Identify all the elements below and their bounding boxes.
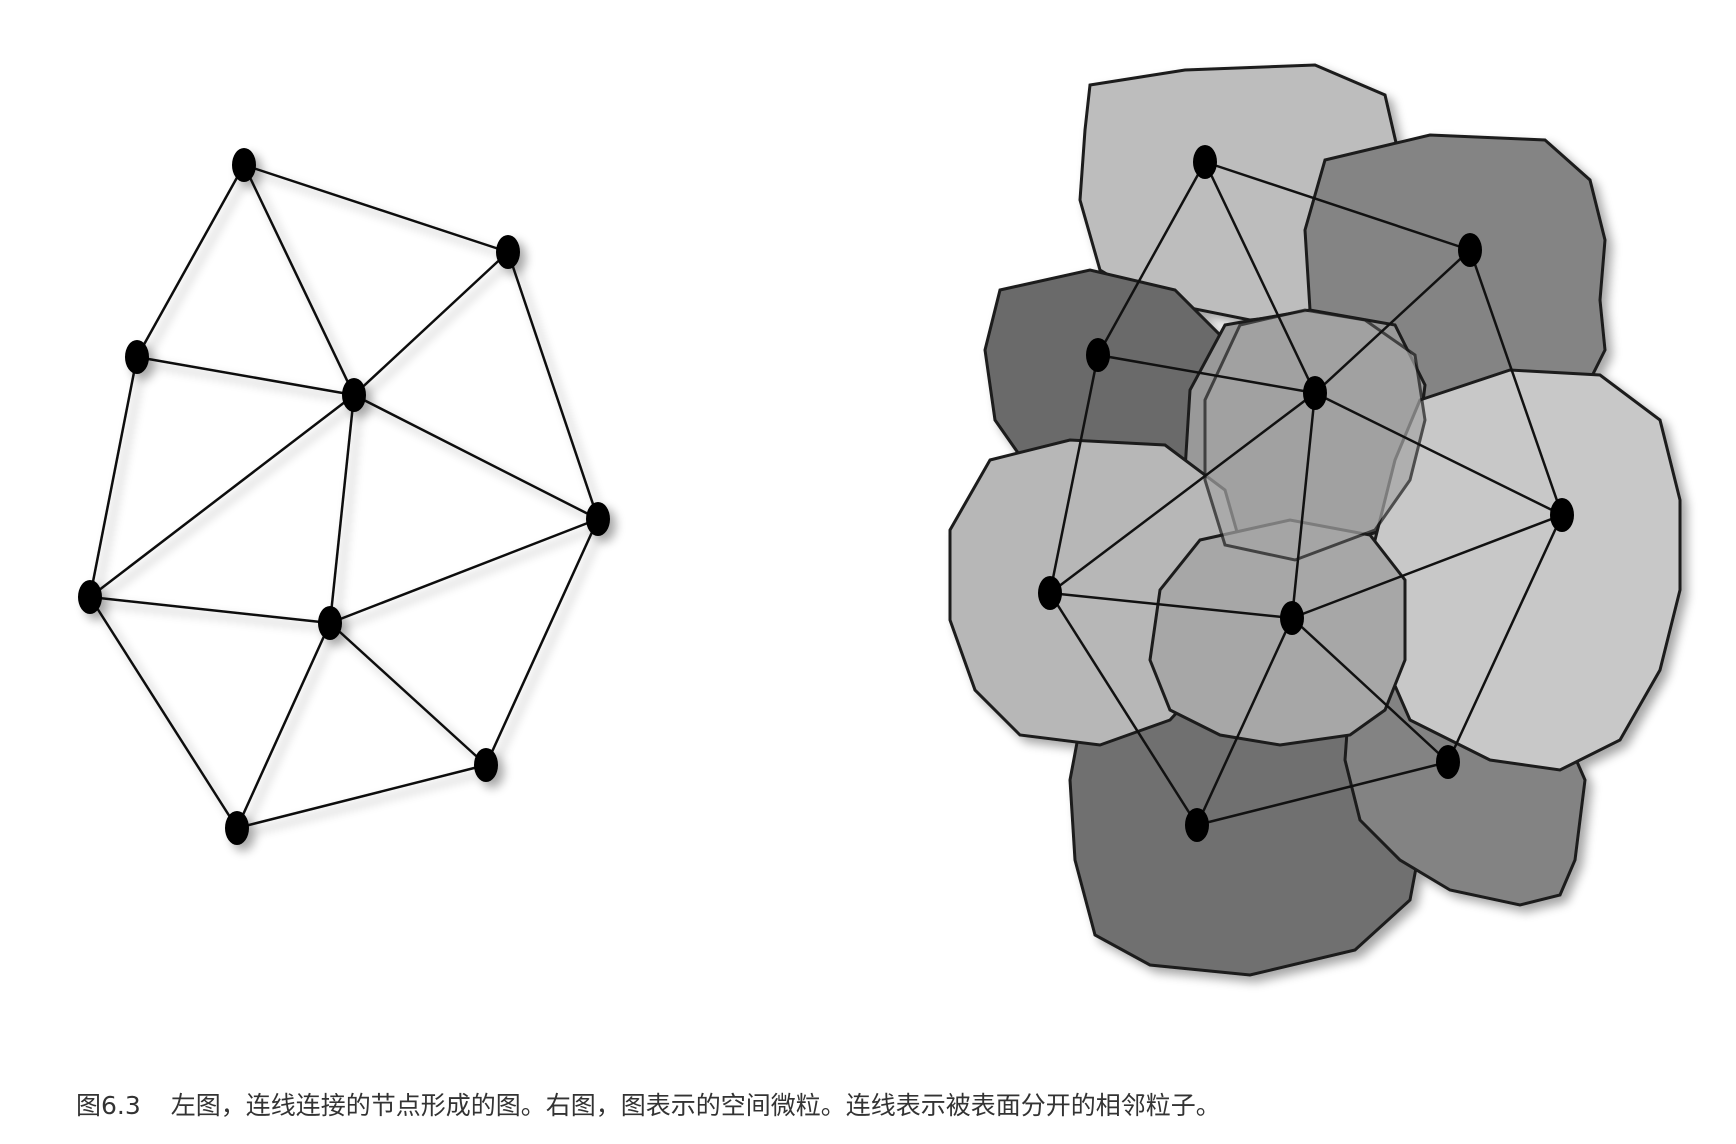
right-grain-diagram [948, 63, 1682, 977]
right-graph-edge [1097, 353, 1316, 395]
right-graph-edge [1291, 513, 1563, 620]
left-graph-edge [353, 251, 509, 396]
left-graph-node [496, 235, 520, 269]
right-graph-edge [1049, 591, 1293, 620]
caption-text: 左图，连线连接的节点形成的图。右图，图表示的空间微粒。连线表示被表面分开的相邻粒… [170, 1091, 1221, 1120]
right-graph-edge [1196, 760, 1449, 827]
left-graph-node [232, 148, 256, 182]
left-graph-edge [329, 517, 599, 625]
right-graph-node [1280, 601, 1304, 635]
left-graph-edge [135, 164, 246, 358]
right-graph-node [1193, 145, 1217, 179]
left-graph-node [586, 502, 610, 536]
right-graph-edge [1291, 617, 1449, 763]
left-graph-edge [243, 163, 509, 254]
right-graph-edge [1204, 160, 1471, 252]
left-graph-edge [328, 394, 356, 624]
right-graph-edge [1468, 249, 1564, 516]
right-graph-edge [1290, 392, 1317, 619]
left-graph-edge [353, 393, 599, 521]
right-graph-edge [1048, 354, 1100, 594]
grain-lower-center [1148, 518, 1407, 747]
figure-caption: 图6.3 左图，连线连接的节点形成的图。右图，图表示的空间微粒。连线表示被表面分开… [76, 1086, 1676, 1122]
left-graph-edge [89, 595, 331, 625]
right-graph-nodes [1038, 145, 1574, 842]
left-node-graph [78, 148, 610, 845]
left-graph-nodes [78, 148, 610, 845]
left-graph-node [225, 811, 249, 845]
right-graph-edge [1096, 161, 1207, 356]
left-graph-edges [88, 163, 600, 830]
left-graph-node [342, 378, 366, 412]
right-graph-node [1086, 338, 1110, 372]
right-graph-node [1303, 376, 1327, 410]
right-graph-node [1185, 808, 1209, 842]
right-graph-node [1550, 498, 1574, 532]
left-graph-edge [88, 356, 139, 598]
right-graph-edge [1049, 392, 1316, 594]
grain-center-overlay [1203, 308, 1427, 562]
right-graph-edge [1048, 592, 1199, 826]
right-graph-node [1436, 745, 1460, 779]
caption-label: 图6.3 [76, 1091, 141, 1120]
right-graph-edge [1314, 249, 1471, 394]
left-graph-node [318, 606, 342, 640]
right-graph-edge [1203, 161, 1317, 394]
left-graph-edge [89, 394, 355, 598]
left-graph-edge [484, 518, 600, 766]
left-graph-edge [329, 622, 487, 766]
left-graph-edge [136, 355, 355, 397]
right-graph-node [1458, 233, 1482, 267]
left-graph-edge [236, 763, 487, 830]
left-graph-edge [235, 622, 332, 829]
left-graph-node [125, 340, 149, 374]
left-graph-edge [506, 251, 600, 520]
left-graph-node [78, 580, 102, 614]
left-graph-node [474, 748, 498, 782]
right-graph-node [1038, 576, 1062, 610]
right-graph-edge [1314, 391, 1563, 517]
right-graph-edges [1048, 160, 1564, 827]
grain-shapes [948, 63, 1682, 977]
right-graph-edge [1195, 617, 1294, 826]
right-graph-edge [1446, 514, 1564, 763]
left-graph-edge [88, 596, 239, 829]
left-graph-edge [242, 164, 356, 396]
